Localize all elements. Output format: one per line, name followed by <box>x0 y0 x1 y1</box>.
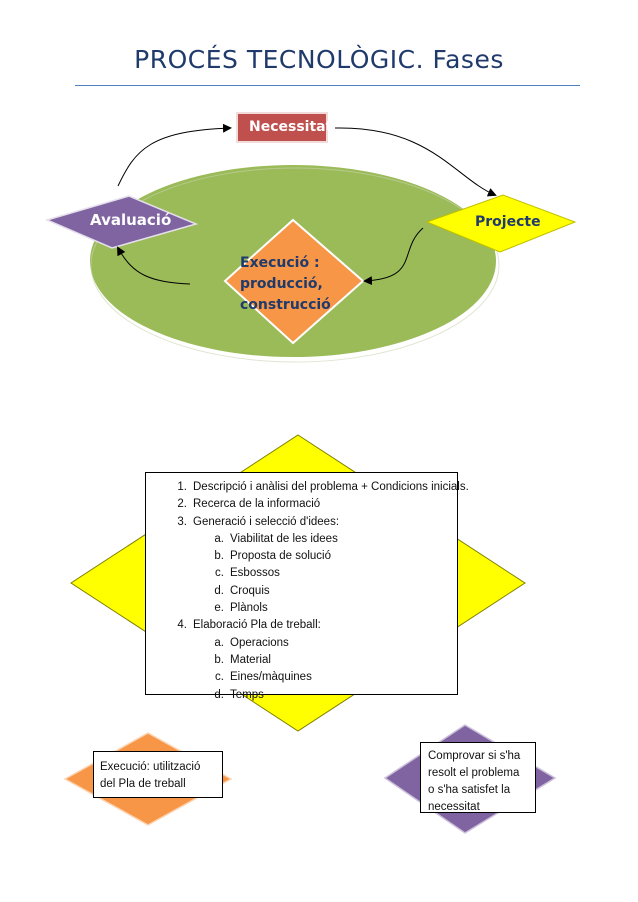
phase-text: Generació i selecció d'idees: <box>193 515 340 528</box>
avaluacio-label: Avaluació <box>90 211 172 229</box>
phase-text: Operacions <box>230 636 289 649</box>
arrow-projecte-execucio <box>363 227 424 286</box>
phase-list-item: 4. Elaboració Pla de treball: <box>146 617 451 634</box>
execucio-label-line: producció, <box>240 276 323 292</box>
phase-text: Descripció i anàlisi del problema + Cond… <box>193 481 469 493</box>
arrow-avaluacio-necessitat <box>117 123 232 187</box>
phase-number: d. <box>214 584 224 597</box>
phase-list-item: e. Plànols <box>146 600 451 617</box>
phase-number: 1. <box>177 481 187 493</box>
phase-text: Recerca de la informació <box>193 498 321 511</box>
phase-text: Eines/màquines <box>230 671 312 684</box>
phase-text: Material <box>230 653 271 666</box>
phase-number: 2. <box>177 498 187 511</box>
execucio-label: Execució : producció, construcció <box>240 253 331 316</box>
phase-text: Plànols <box>230 602 268 615</box>
title-underline <box>75 85 580 86</box>
execucio-diamond <box>223 218 365 345</box>
necessitat-label: Necessitat <box>249 119 333 135</box>
phase-list-item: 3. Generació i selecció d'idees: <box>146 514 451 531</box>
phase-number: 3. <box>177 515 187 528</box>
phase-list-item: d. Croquis <box>146 583 451 600</box>
phase-text: Croquis <box>230 584 270 597</box>
phase-text: Temps <box>230 688 264 701</box>
evaluation-note: Comprovar si s'ha resolt el problema o s… <box>420 742 536 813</box>
projecte-diamond <box>425 194 577 253</box>
phase-text: Elaboració Pla de treball: <box>193 619 321 632</box>
arrow-necessitat-projecte <box>334 127 497 197</box>
phase-number: 4. <box>177 619 187 632</box>
phase-list-item: 1. Descripció i anàlisi del problema + Co… <box>146 479 468 496</box>
phase-list-box: 1. Descripció i anàlisi del problema + Co… <box>145 472 469 701</box>
phase-list-item: c. Esbossos <box>146 565 451 582</box>
phase-number: a. <box>214 636 224 649</box>
execucio-label-line: Execució : <box>240 255 320 271</box>
phase-list: 1. Descripció i anàlisi del problema + Co… <box>146 479 468 704</box>
phase-text: Esbossos <box>230 567 280 580</box>
phase-list-item: b. Proposta de solució <box>146 548 451 565</box>
phase-list-item: b. Material <box>146 652 451 669</box>
phase-list-item: d. Temps <box>146 687 451 704</box>
phase-text: Viabilitat de les idees <box>230 532 338 545</box>
arrow-execucio-avaluacio <box>117 246 191 285</box>
phase-number: d. <box>214 688 224 701</box>
necessitat-box <box>236 112 328 143</box>
phase-number: c. <box>215 567 224 580</box>
execucio-label-line: construcció <box>240 297 331 313</box>
phase-number: e. <box>214 602 224 615</box>
phase-list-item: 2. Recerca de la informació <box>146 496 451 513</box>
avaluacio-diamond <box>44 195 199 249</box>
projecte-label: Projecte <box>475 214 541 230</box>
phase-list-item: a. Operacions <box>146 635 451 652</box>
phase-list-item: c. Eines/màquines <box>146 669 451 686</box>
phase-number: b. <box>214 550 224 563</box>
page-title: PROCÉS TECNOLÒGIC. Fases <box>134 45 504 74</box>
phase-list-item: a. Viabilitat de les idees <box>146 531 451 548</box>
execution-note: Execució: utilització del Pla de treball <box>93 751 223 798</box>
phase-text: Proposta de solució <box>230 550 332 563</box>
phase-number: a. <box>214 532 224 545</box>
phase-number: c. <box>215 671 224 684</box>
phase-number: b. <box>214 653 224 666</box>
